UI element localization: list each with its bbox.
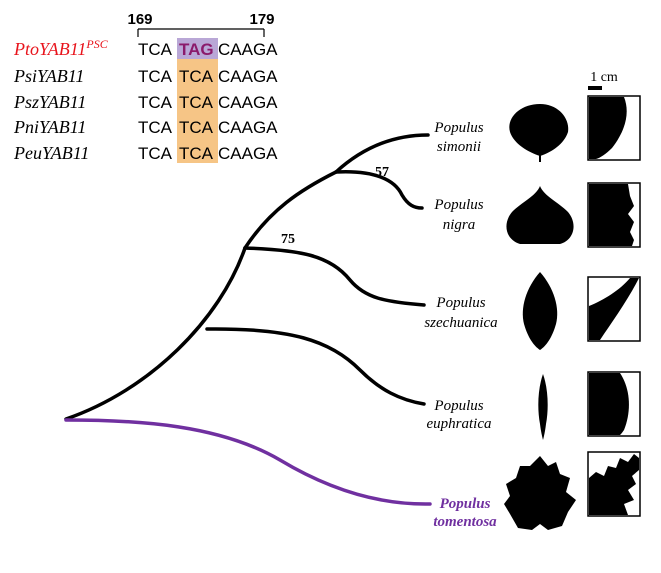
tree-branch-upper-clade xyxy=(243,170,338,250)
margin-detail-panels xyxy=(587,95,641,517)
gene-name: PszYAB11 xyxy=(13,92,86,112)
margin-panel-simonii xyxy=(587,95,641,161)
tree-branch-simonii xyxy=(334,133,430,174)
leaf-nigra xyxy=(506,186,574,244)
sequence-right: CAAGA xyxy=(218,144,278,163)
taxon-species: tomentosa xyxy=(433,514,497,530)
gene-name: PniYAB11 xyxy=(13,117,86,137)
position-ruler: 169 179 xyxy=(127,11,275,37)
leaf-euphratica xyxy=(538,374,548,440)
leaf-simonii xyxy=(509,104,569,156)
gene-name: PtoYAB11PSC xyxy=(13,37,109,59)
tree-branch-szechuanica xyxy=(243,246,426,307)
sequence-codon: TCA xyxy=(179,118,214,137)
margin-panel-szechuanica xyxy=(587,276,641,342)
sequence-codon: TCA xyxy=(179,93,214,112)
sequence-left: TCA xyxy=(138,118,173,137)
leaf-simonii-petiole xyxy=(539,154,541,162)
sequence-right: CAAGA xyxy=(218,118,278,137)
taxon-genus: Populus xyxy=(440,496,491,512)
taxon-labels: PopulussimoniiPopulusnigraPopulusszechua… xyxy=(424,120,497,530)
conserved-codon-highlight xyxy=(177,59,218,163)
tree-branch-root-upper xyxy=(64,246,247,421)
sequence-right: CAAGA xyxy=(218,40,278,59)
tree-branch-nigra xyxy=(334,170,424,210)
taxon-genus: Populus xyxy=(433,398,483,414)
scale-bar: 1 cm xyxy=(588,70,618,90)
position-end-label: 179 xyxy=(249,11,274,28)
scale-bar-label: 1 cm xyxy=(590,70,618,85)
position-start-label: 169 xyxy=(127,11,152,28)
sequence-codon: TCA xyxy=(179,144,214,163)
sequence-right: CAAGA xyxy=(218,93,278,112)
taxon-species: szechuanica xyxy=(424,315,497,331)
phylogenetic-tree xyxy=(64,133,432,506)
sequence-codon: TCA xyxy=(179,67,214,86)
tree-branch-euphratica xyxy=(205,327,426,406)
taxon-species: simonii xyxy=(437,139,481,155)
sequence-left: TCA xyxy=(138,40,173,59)
taxon-genus: Populus xyxy=(435,295,485,311)
tree-branch-tomentosa xyxy=(64,418,432,506)
sequence-right: CAAGA xyxy=(218,67,278,86)
gene-name: PsiYAB11 xyxy=(13,66,84,86)
sequence-left: TCA xyxy=(138,67,173,86)
taxon-species: nigra xyxy=(443,217,476,233)
margin-panel-tomentosa xyxy=(587,451,641,517)
leaf-szechuanica xyxy=(522,272,558,350)
leaf-silhouettes xyxy=(504,104,576,530)
gene-name: PeuYAB11 xyxy=(13,143,89,163)
leaf-tomentosa xyxy=(504,456,576,530)
scale-bar-line xyxy=(588,86,602,90)
sequence-left: TCA xyxy=(138,144,173,163)
taxon-genus: Populus xyxy=(433,120,483,136)
bootstrap-57: 57 xyxy=(375,165,389,180)
sequence-codon: TAG xyxy=(179,40,214,59)
mutant-codon-highlight xyxy=(177,38,218,59)
margin-panel-euphratica xyxy=(587,371,641,437)
bootstrap-75: 75 xyxy=(281,232,295,247)
taxon-species: euphratica xyxy=(427,416,492,432)
sequence-left: TCA xyxy=(138,93,173,112)
taxon-genus: Populus xyxy=(433,197,483,213)
margin-panel-nigra xyxy=(587,182,641,248)
